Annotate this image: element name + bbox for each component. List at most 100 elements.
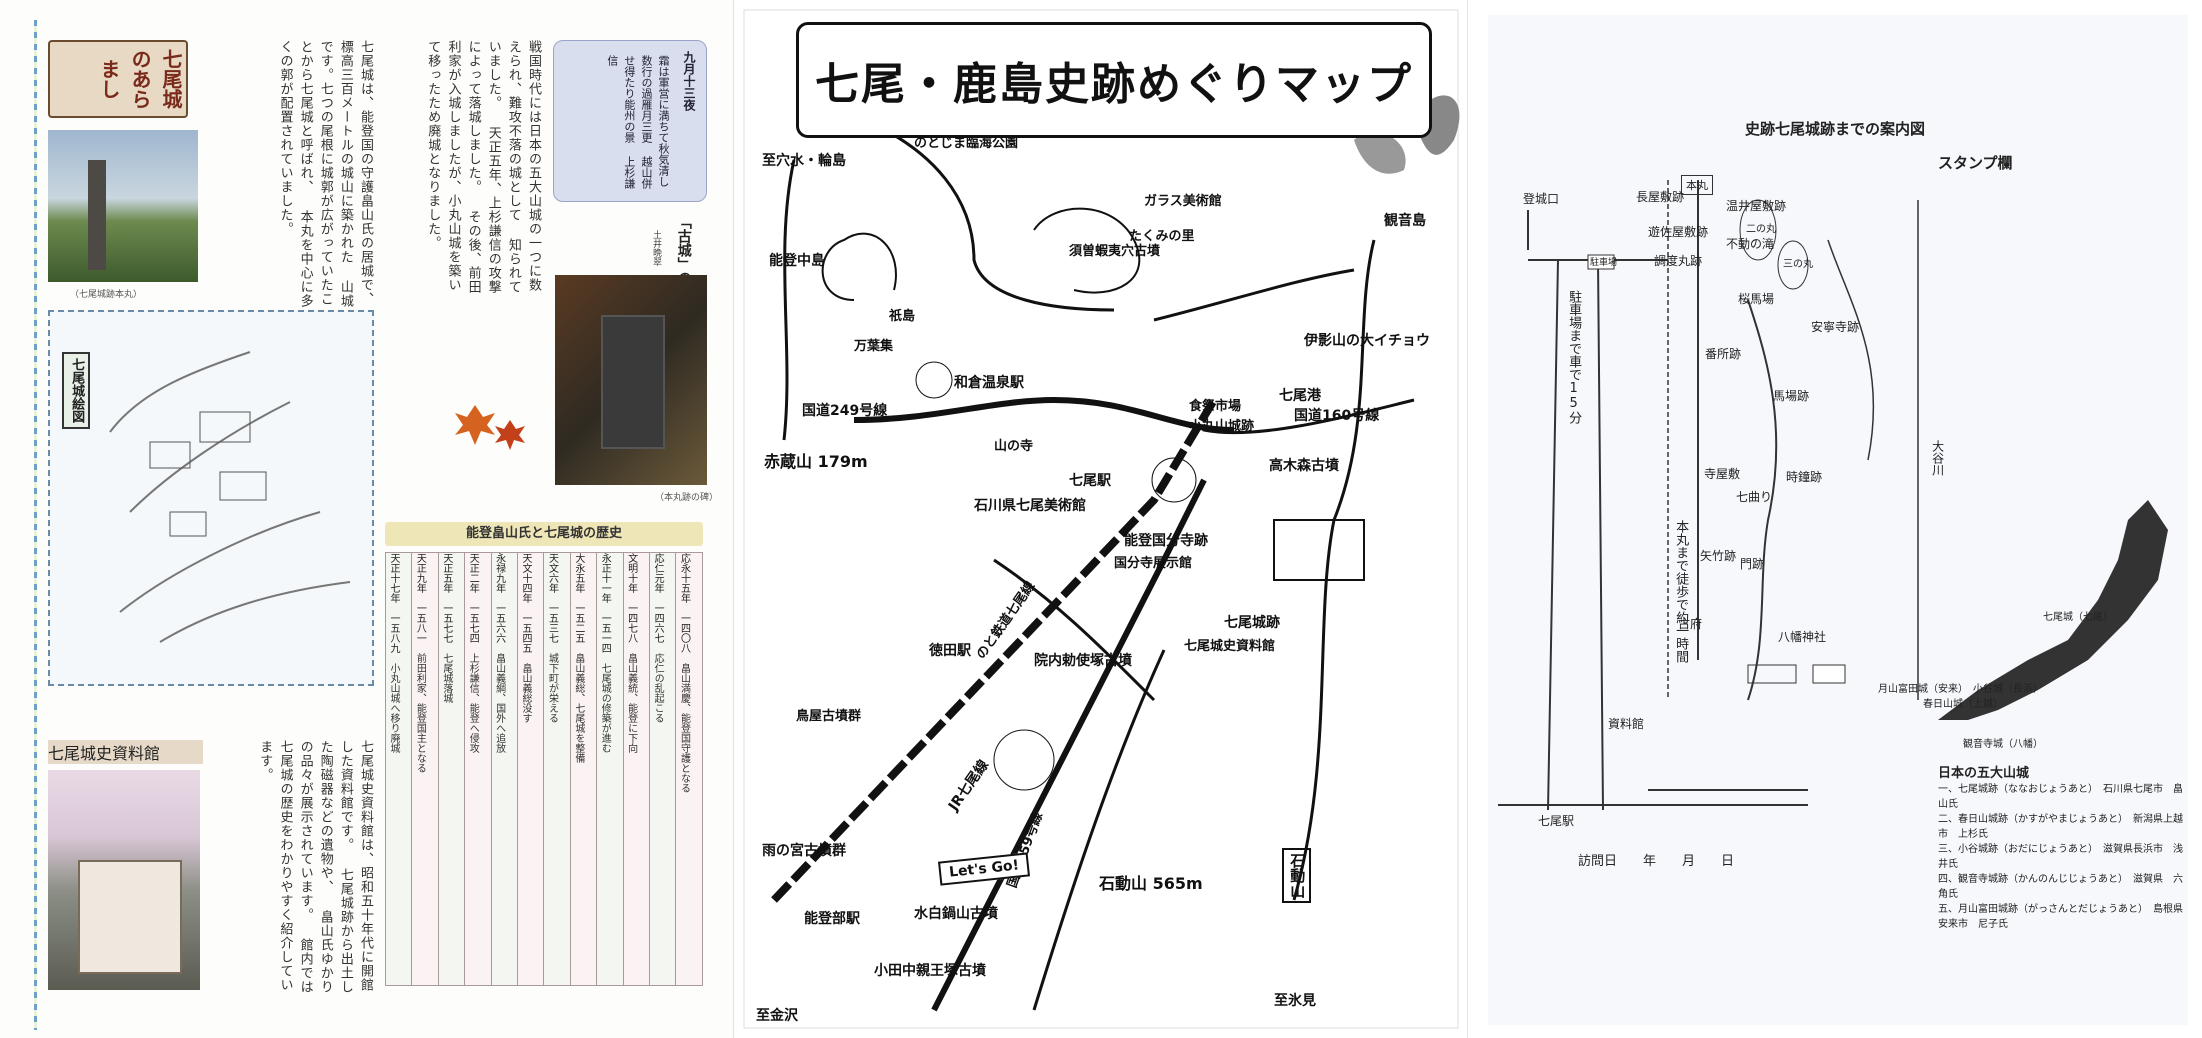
road-note: 本丸まで徒歩で約一時間	[1673, 520, 1689, 663]
leaflet-left-panel: 七尾城のあらまし （七尾城跡本丸） 七尾城は、能登国の守護畠山氏の居城で、標高三…	[0, 0, 734, 1038]
history-event: 畠山義総、七尾城を整備	[572, 653, 584, 763]
poem-box: 九月十三夜 霜は軍営に満ちて秋気清し 数行の過雁月三更 越山併せ得たり能州の景 …	[553, 40, 707, 202]
history-year: 一四七八	[625, 603, 637, 643]
guide-route-drawing	[1498, 180, 2168, 811]
label-route249: 国道249号線	[802, 403, 888, 419]
history-event: 城下町が栄える	[546, 653, 558, 723]
history-era: 文明十年	[625, 553, 637, 593]
place-label-15: 八幡神社	[1778, 630, 1827, 644]
label-nanao-station: 七尾駅	[1069, 473, 1111, 489]
history-table: 天正十七年 一五八九 小丸山城へ移り廃城天正九年 一五八一 前田利家、能登国主と…	[384, 552, 703, 986]
history-era: 応仁元年	[652, 553, 664, 593]
history-cell: 天正九年 一五八一 前田利家、能登国主となる	[411, 552, 439, 986]
poem-lines: 霜は軍営に満ちて秋気清し 数行の過雁月三更 越山併せ得たり能州の景 上杉謙信	[604, 55, 672, 193]
history-cell: 永禄九年 一五六六 畠山義綱、国外へ追放	[490, 552, 519, 986]
monument-photo-caption: （七尾城跡本丸）	[70, 290, 143, 300]
page-border-ornament	[34, 20, 37, 1030]
place-label-9: 馬場跡	[1773, 389, 1810, 403]
label-to-anamizu: 至穴水・輪島	[762, 153, 846, 169]
station-label: 七尾駅	[1538, 814, 1575, 828]
five-castles-item: 二、春日山城跡（かすがやまじょうあと） 新潟県上越市 上杉氏	[1938, 814, 2183, 840]
museum-col-0: 七尾城史資料館は、昭和五十年代に開館した資料館です。	[337, 740, 373, 992]
five-castles-title: 日本の五大山城	[1938, 766, 2030, 781]
label-ikashima: 祇島	[889, 309, 916, 324]
map-title: 七尾・鹿島史跡めぐりマップ	[815, 59, 1413, 110]
label-to-kanazawa: 至金沢	[756, 1008, 798, 1024]
japan-label-4: 観音寺城（八幡）	[1963, 739, 2043, 750]
castle-illustration-frame: 七尾城絵図	[48, 310, 374, 686]
label-torigoe: 鳥屋古墳群	[796, 709, 862, 724]
place-label-1: 長屋敷跡	[1636, 190, 1685, 204]
poem-box-title: 九月十三夜	[682, 51, 696, 111]
history-event: 畠山満慶、能登国守護となる	[678, 663, 690, 793]
label-nanao-castle: 七尾城跡	[1224, 615, 1280, 631]
intro-col-1: 山城です。七つの尾根に城郭が広がっていたことから七尾城と呼ばれ、	[297, 40, 353, 308]
five-castles-item: 三、小谷城跡（おだにじょうあと） 滋賀県長浜市 浅井氏	[1938, 844, 2183, 870]
history-era: 永禄九年	[493, 553, 505, 593]
intro-col-2: 本丸を中心に多くの郭が配置されていました。	[277, 40, 313, 308]
monument-photo	[48, 130, 198, 282]
intro-text-a: 七尾城は、能登国の守護畠山氏の居城で、標高三百メートルの城山に築かれた 山城です…	[215, 40, 375, 310]
history-event: 畠山義総没す	[520, 663, 532, 723]
parking-label: 駐車場	[1590, 258, 1618, 268]
history-event: 七尾城落城	[440, 653, 452, 703]
poem-line-0: 霜は軍営に満ちて秋気清し	[657, 55, 670, 187]
label-notobe: 能登部駅	[804, 911, 860, 927]
museum-text: 七尾城史資料館は、昭和五十年代に開館した資料館です。 七尾城跡から出土した陶磁器…	[210, 740, 375, 1000]
history-era: 大永五年	[572, 553, 584, 593]
history-era: 天文十四年	[520, 553, 532, 603]
label-ibe-icho: 伊影山の大イチョウ	[1304, 333, 1430, 349]
label-akakura: 赤蔵山 179m	[764, 452, 868, 471]
sightseeing-map-panel: 七尾・鹿島史跡めぐりマップ 至穴水・輪島 のとじま臨海公園 ガラス美術館 たくみ…	[734, 0, 1468, 1038]
history-cell: 天正二年 一五七四 上杉謙信、能登へ侵攻	[464, 552, 492, 986]
museum-col-3: 館内では七尾城の歴史をわかりやすく紹介しています。	[257, 740, 313, 994]
place-label-7: 安寧寺跡	[1811, 320, 1860, 334]
history-event: 上杉謙信、能登へ侵攻	[467, 653, 479, 753]
history-year: 一五三七	[546, 603, 558, 643]
guide-sheet	[1488, 15, 2188, 1025]
museum-title: 七尾城史資料館	[48, 740, 203, 764]
label-route160: 国道160号線	[1294, 408, 1380, 424]
history-event: 前田利家、能登国主となる	[414, 653, 426, 773]
history-year: 一五四五	[520, 613, 532, 653]
place-label-4: 調度丸跡	[1654, 254, 1703, 268]
poem-line-3: 上杉謙信	[605, 55, 636, 189]
intro-col-3: 戦国時代には日本の五大山城の一つに数えられ、難攻不落の城として	[505, 40, 541, 292]
five-castles-list: 一、七尾城跡（ななおじょうあと） 石川県七尾市 畠山氏 二、春日山城跡（かすがや…	[1938, 782, 2188, 932]
kojo-sub: 土井晩翠 作詞	[650, 230, 661, 294]
kojo-photo-caption: （本丸跡の碑）	[655, 493, 719, 503]
history-era: 天正九年	[414, 553, 426, 593]
place-label-5: 不動の滝	[1726, 237, 1775, 251]
place-label-10: 寺屋敷	[1704, 467, 1741, 481]
history-era: 永正十一年	[599, 553, 611, 603]
place-label-12: 時鐘跡	[1786, 470, 1823, 484]
history-cell: 永正十一年 一五一四 七尾城の修築が進む	[596, 552, 624, 986]
label-takumi: たくみの里	[1129, 229, 1195, 244]
label-glass-museum: ガラス美術館	[1144, 194, 1222, 209]
maple-leaves-decoration	[455, 405, 525, 450]
museum-col-1: 七尾城跡から出土した陶磁器などの遺物や、	[317, 740, 353, 994]
intro-title: 七尾城のあらまし	[48, 40, 188, 118]
intro-col-0: 七尾城は、能登国の守護畠山氏の居城で、標高三百メートルの城山に築かれた	[337, 40, 373, 306]
history-year: 一五七七	[440, 603, 452, 643]
intro-col-5: 天正五年、上杉謙信の攻撃によって落城しました。	[465, 40, 501, 294]
parking-note: 駐車場まで車で15分	[1566, 290, 1582, 424]
japan-label-3: 小谷城（長浜）	[1973, 684, 2043, 695]
label-amenomiya: 雨の宮古墳群	[762, 843, 846, 859]
history-event: 小丸山城へ移り廃城	[388, 663, 399, 753]
history-year: 一五一四	[599, 613, 611, 653]
history-title: 能登畠山氏と七尾城の歴史	[385, 522, 703, 546]
label-sekidozan-pillar: 石動山	[1282, 848, 1312, 903]
place-label-17: 古府	[1678, 617, 1703, 631]
route-map-drawing	[743, 9, 1460, 1029]
kojo-monument-photo	[555, 275, 707, 485]
intro-col-6: その後、前田利家が入城しましたが、小丸山城を築いて移ったため廃城となりました。	[425, 40, 481, 294]
history-cell: 応永十五年 一四〇八 畠山満慶、能登国守護となる	[675, 552, 703, 986]
label-kokubunji-museum: 国分寺展示館	[1114, 556, 1193, 571]
history-era: 応永十五年	[678, 553, 690, 603]
history-year: 一五八九	[388, 613, 399, 653]
label-ishikawa-museum: 石川県七尾美術館	[974, 498, 1086, 514]
label-sekidozan: 石動山 565m	[1099, 874, 1203, 893]
museum-photo	[48, 770, 200, 990]
history-event: 応仁の乱起こる	[652, 653, 664, 723]
